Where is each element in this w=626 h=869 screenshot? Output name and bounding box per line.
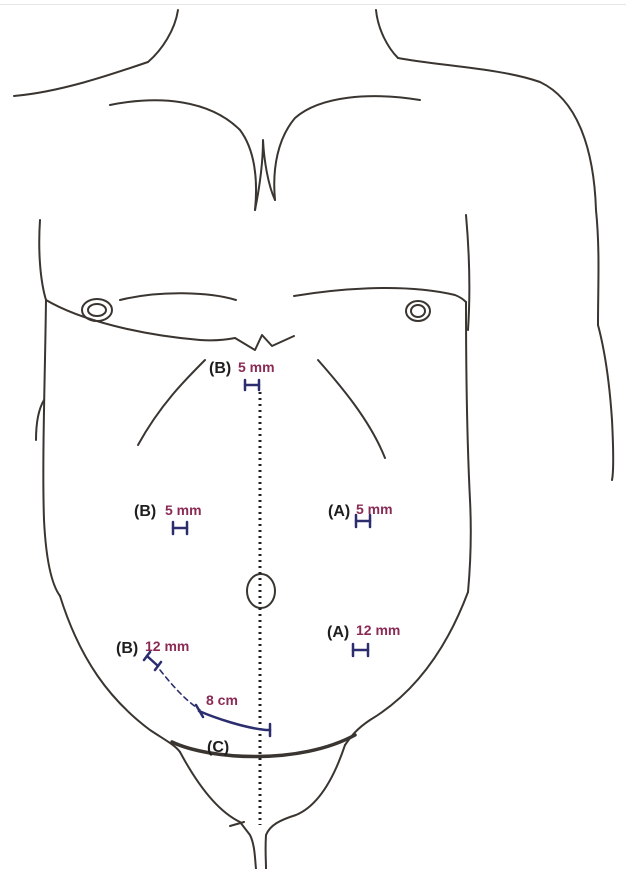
left-chest-side — [39, 220, 46, 300]
incision-length-label: 8 cm — [206, 692, 238, 708]
pubic-line — [172, 735, 355, 757]
incision-tag-label: (C) — [207, 739, 229, 756]
left-clavicle-line — [110, 100, 256, 210]
right-hip-line — [345, 592, 468, 745]
right-pectoral-line — [294, 288, 466, 302]
port-size-epigastric: 5 mm — [238, 359, 275, 375]
xiphoid-notch — [235, 335, 294, 350]
right-clavicle-line — [274, 96, 420, 200]
port-marker-right-lower — [353, 644, 368, 656]
groin-right — [266, 745, 345, 869]
right-arm-outline — [598, 325, 613, 480]
left-pectoral-line — [46, 300, 235, 340]
right-rib-line — [318, 360, 385, 458]
port-marker-left-upper — [173, 522, 187, 534]
port-marker-epigastric — [245, 380, 259, 390]
incision-line — [199, 711, 270, 730]
neck-right-line — [376, 10, 398, 58]
right-body-side — [466, 302, 471, 592]
right-shoulder-outline — [398, 58, 599, 325]
port-tag-epigastric: (B) — [209, 360, 231, 377]
right-nipple-inner — [411, 305, 425, 317]
port-tag-right-lower: (A) — [327, 624, 349, 641]
left-rib-line — [138, 360, 205, 445]
left-body-side — [43, 300, 60, 596]
port-tag-left-upper: (B) — [134, 503, 156, 520]
neck-left-line — [148, 10, 178, 62]
groin-outline — [180, 752, 256, 869]
sternum-notch — [255, 140, 275, 210]
port-size-right-upper: 5 mm — [356, 501, 393, 517]
left-nipple-outer — [82, 299, 112, 321]
port-tag-right-upper: (A) — [328, 503, 350, 520]
left-shoulder-outline — [14, 62, 148, 96]
port-marker-left-lower — [144, 652, 161, 670]
port-size-right-lower: 12 mm — [356, 622, 400, 638]
left-nipple-inner — [88, 304, 106, 316]
port-size-left-lower: 12 mm — [145, 638, 189, 654]
left-hip-line — [60, 596, 180, 752]
incision-dashed-path — [160, 670, 200, 710]
left-pec-upper — [120, 293, 236, 300]
port-tag-left-lower: (B) — [116, 640, 138, 657]
port-size-left-upper: 5 mm — [165, 502, 202, 518]
